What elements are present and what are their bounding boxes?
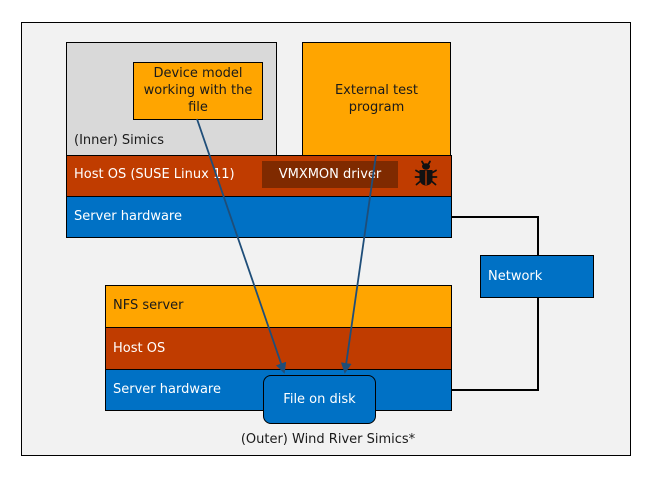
file-on-disk-box: File on disk	[263, 375, 376, 424]
bug-icon	[414, 160, 438, 188]
vmxmon-driver-box: VMXMON driver	[262, 161, 398, 188]
device-model-line-3: file	[188, 100, 208, 115]
network-box: Network	[480, 255, 594, 298]
external-test-line-2: program	[348, 100, 405, 115]
nfs-server-label: NFS server	[113, 298, 184, 313]
host-os-bottom-label: Host OS	[113, 341, 166, 356]
outer-simics-label: (Outer) Wind River Simics*	[240, 432, 416, 447]
external-test-program-box: External test program	[302, 42, 451, 157]
device-model-line-1: Device model	[153, 66, 243, 81]
device-model-box: Device model working with the file	[133, 62, 263, 120]
server-hardware-top-label: Server hardware	[74, 209, 182, 224]
device-model-line-2: working with the	[143, 83, 253, 98]
host-os-top-label: Host OS (SUSE Linux 11)	[74, 167, 235, 182]
server-hardware-bottom-label: Server hardware	[113, 382, 221, 397]
inner-simics-label: (Inner) Simics	[74, 133, 164, 148]
external-test-line-1: External test	[334, 83, 419, 98]
